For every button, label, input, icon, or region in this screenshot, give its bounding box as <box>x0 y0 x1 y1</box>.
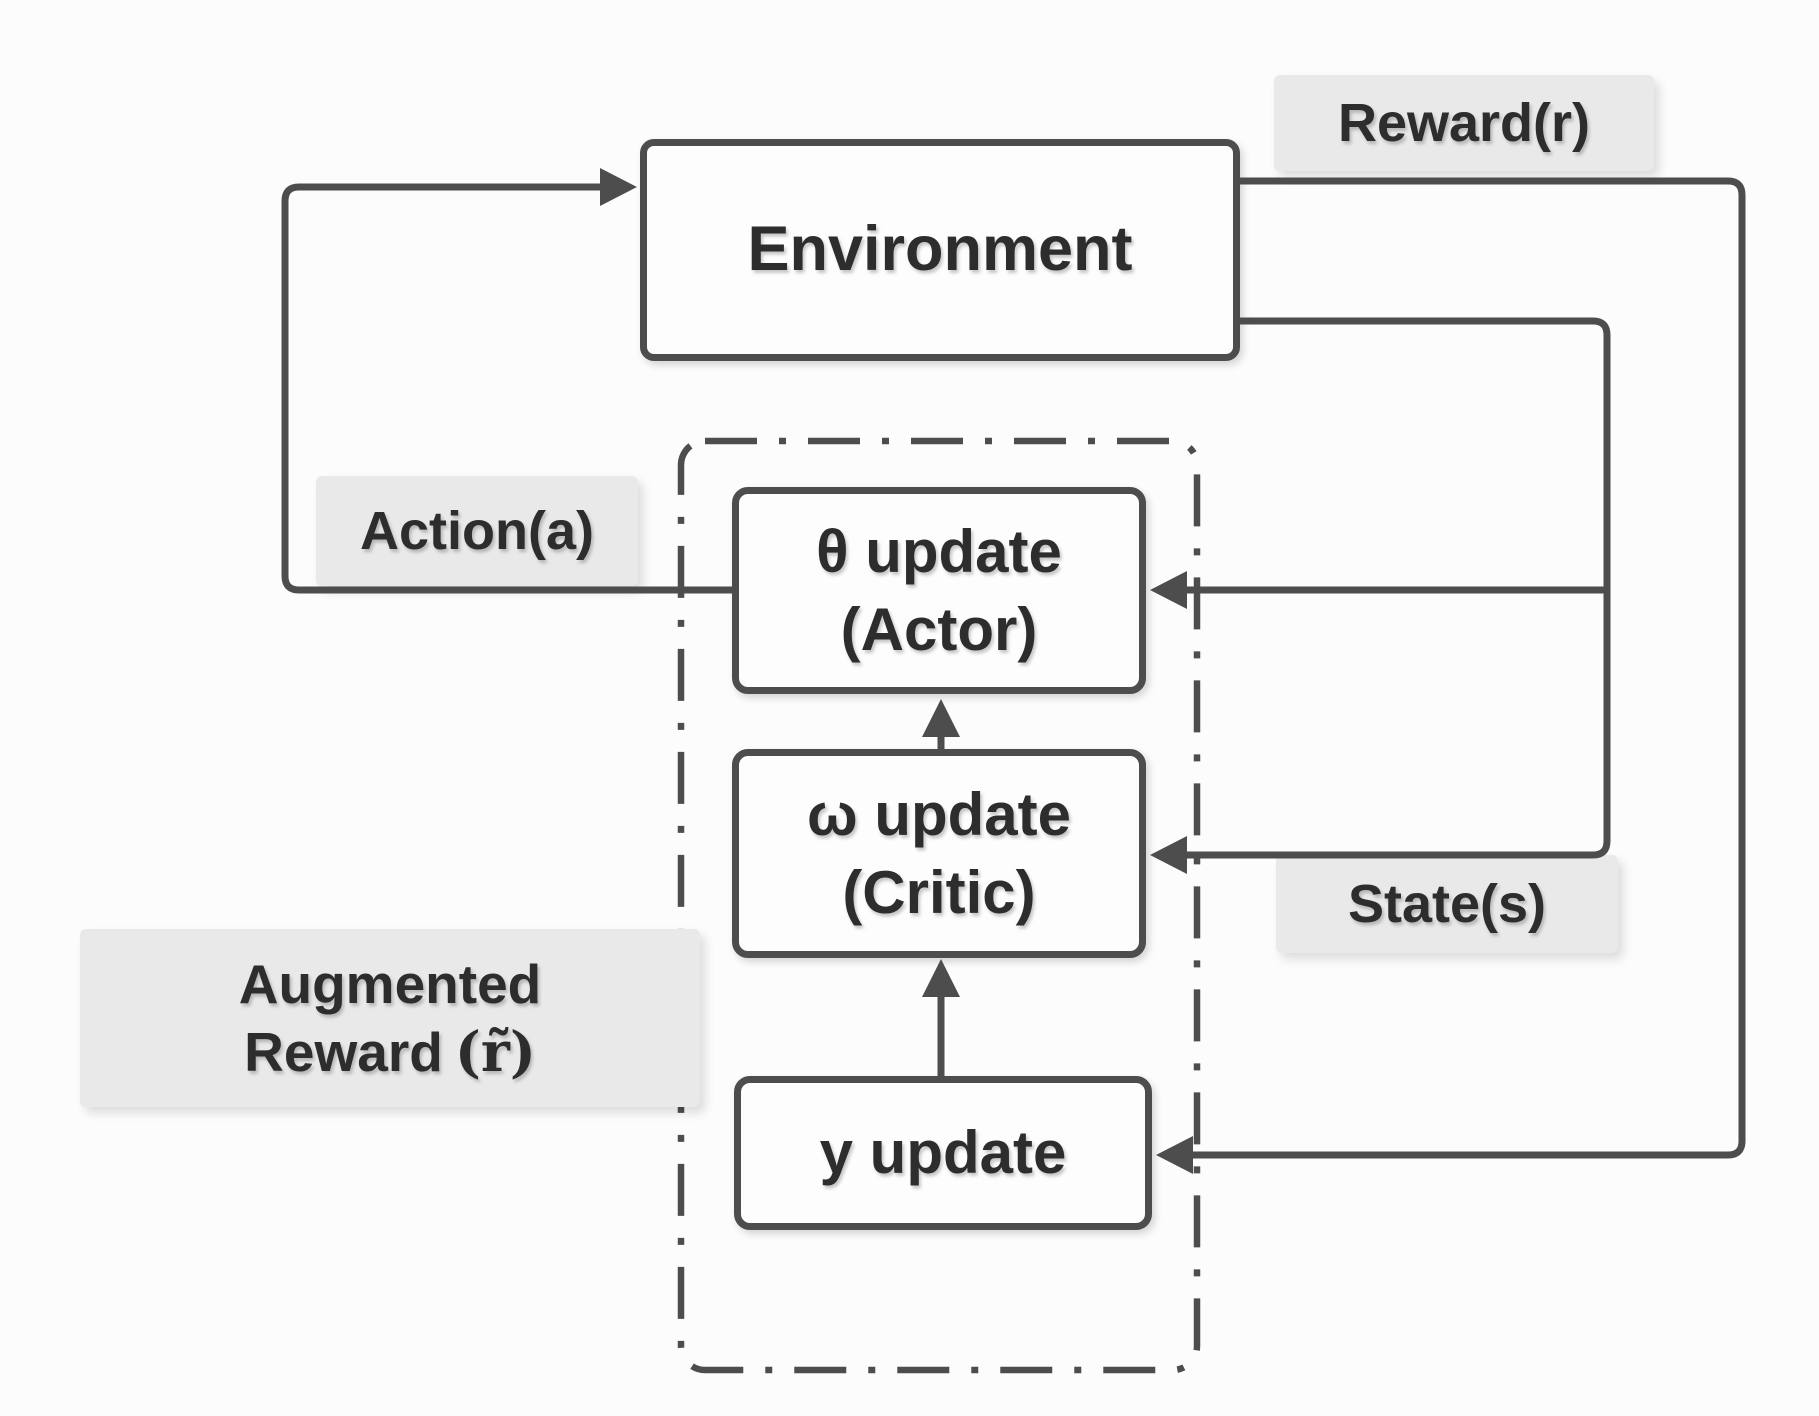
actor-update-node: θ update (Actor) <box>732 487 1146 694</box>
arrowhead-into-environment-icon <box>600 168 637 206</box>
arrowhead-critic-to-actor-icon <box>922 699 960 737</box>
y-update-node: y update <box>734 1076 1152 1230</box>
reward-label-text: Reward(r) <box>1337 92 1591 153</box>
augmented-label-line2-text: Reward <box>244 1021 443 1083</box>
augmented-reward-edge-label: Augmented Reward(r̃) <box>80 929 700 1107</box>
environment-label: Environment <box>747 214 1133 285</box>
action-edge-label: Action(a) <box>316 476 638 586</box>
augmented-label-line2: Reward(r̃) <box>244 1018 536 1086</box>
action-label-text: Action(a) <box>360 500 594 561</box>
state-edge-line <box>1186 317 1611 859</box>
reward-edge-label: Reward(r) <box>1274 75 1654 171</box>
state-label-text: State(s) <box>1347 873 1547 934</box>
arrowhead-yupdate-to-critic-icon <box>922 959 960 997</box>
augmented-label-line1: Augmented <box>238 952 542 1015</box>
augmented-label-line2-math: (r̃) <box>454 1019 536 1084</box>
critic-node-line2: (Critic) <box>842 858 1036 926</box>
y-update-label: y update <box>819 1119 1067 1186</box>
actor-node-line2: (Actor) <box>840 595 1038 663</box>
arrowhead-into-critic-icon <box>1150 836 1187 874</box>
reward-edge-line <box>1190 177 1746 1159</box>
state-edge-label: State(s) <box>1276 855 1618 953</box>
critic-node-line1: ω update <box>806 780 1072 848</box>
environment-node: Environment <box>640 139 1240 361</box>
arrowhead-into-yupdate-icon <box>1156 1136 1193 1174</box>
actor-node-line1: θ update <box>816 517 1062 585</box>
critic-update-node: ω update (Critic) <box>732 749 1146 958</box>
arrowhead-into-actor-icon <box>1150 571 1187 609</box>
